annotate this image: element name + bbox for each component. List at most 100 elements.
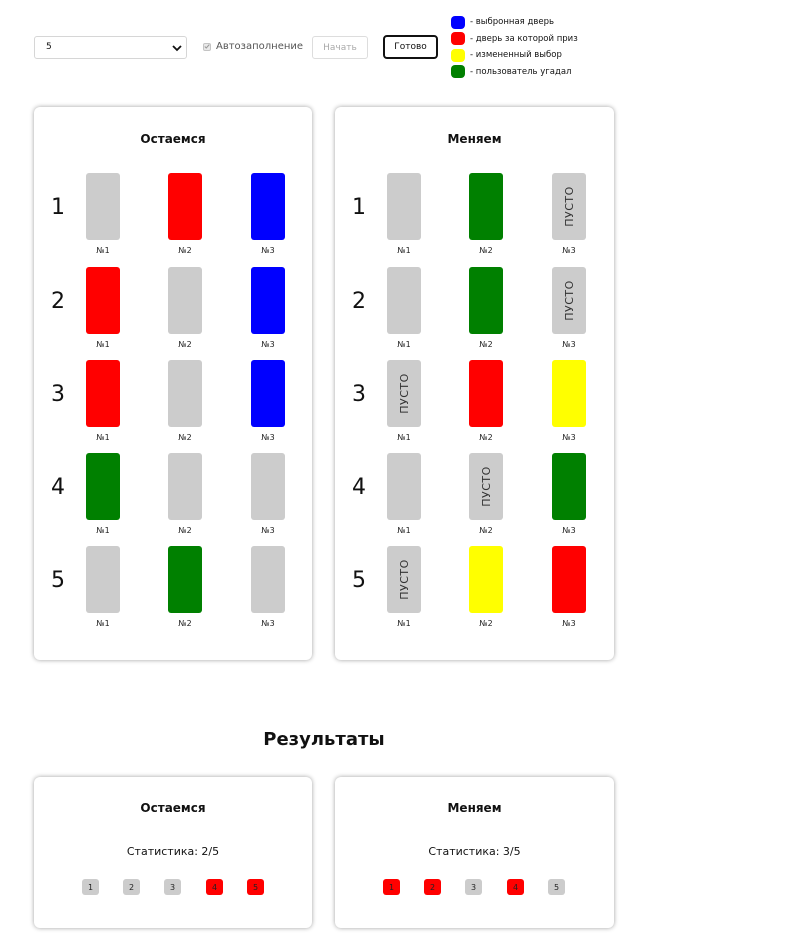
stay-round-number: 2 (51, 289, 65, 314)
stay-panel-title: Остаемся (140, 132, 206, 146)
door-number-label: №3 (261, 246, 275, 255)
stay-statistics: Статистика: 2/5 (126, 845, 220, 858)
change-door-2[interactable] (469, 267, 503, 334)
door-number-label: №1 (397, 246, 411, 255)
stay-door-3[interactable] (251, 453, 285, 520)
change-door-2[interactable]: ПУСТО (469, 453, 503, 520)
door-number-label: №1 (397, 340, 411, 349)
change-door-2[interactable] (469, 360, 503, 427)
autofill-label: Автозаполнение (216, 41, 304, 52)
door-empty-text: ПУСТО (479, 466, 493, 507)
change-door-1[interactable]: ПУСТО (387, 360, 421, 427)
stay-round-row: 2 №1 №2 №3 (34, 267, 312, 352)
stay-door-1[interactable] (86, 453, 120, 520)
start-button[interactable]: Начать (312, 36, 368, 59)
rounds-select[interactable]: 5 (34, 36, 187, 59)
stay-result-chip: 5 (247, 879, 264, 895)
stay-door-3[interactable] (251, 360, 285, 427)
stay-door-1[interactable] (86, 360, 120, 427)
legend-item: - выбронная дверь (451, 14, 578, 31)
door-number-label: №1 (96, 433, 110, 442)
change-statistics: Статистика: 3/5 (428, 845, 521, 858)
change-result-chip: 2 (424, 879, 441, 895)
stay-result-chip: 1 (82, 879, 99, 895)
door-number-label: №1 (397, 526, 411, 535)
stay-door-3[interactable] (251, 546, 285, 613)
door-number-label: №2 (479, 340, 493, 349)
door-empty-text: ПУСТО (562, 280, 576, 321)
stay-results-title: Остаемся (140, 801, 206, 815)
change-door-2[interactable] (469, 173, 503, 240)
door-number-label: №2 (178, 526, 192, 535)
change-door-3[interactable] (552, 360, 586, 427)
stay-round-number: 1 (51, 195, 65, 220)
stay-round-number: 5 (51, 568, 65, 593)
stay-door-2[interactable] (168, 453, 202, 520)
door-number-label: №2 (479, 433, 493, 442)
change-door-1[interactable] (387, 453, 421, 520)
change-round-number: 4 (352, 475, 366, 500)
legend-item: - пользователь угадал (451, 64, 578, 81)
stay-door-1[interactable] (86, 267, 120, 334)
door-number-label: №1 (96, 526, 110, 535)
stay-door-2[interactable] (168, 360, 202, 427)
door-number-label: №3 (562, 619, 576, 628)
change-round-row: 4 №1 ПУСТО №2 №3 (335, 453, 614, 538)
autofill-toggle[interactable]: Автозаполнение (203, 41, 303, 52)
stay-door-2[interactable] (168, 546, 202, 613)
checkmark-icon (204, 44, 210, 49)
door-number-label: №3 (562, 526, 576, 535)
door-empty-text: ПУСТО (397, 559, 411, 600)
done-button[interactable]: Готово (383, 35, 438, 59)
change-door-3[interactable]: ПУСТО (552, 173, 586, 240)
door-number-label: №1 (397, 619, 411, 628)
change-door-3[interactable] (552, 453, 586, 520)
stay-door-3[interactable] (251, 267, 285, 334)
door-number-label: №3 (261, 340, 275, 349)
door-empty-text: ПУСТО (562, 186, 576, 227)
door-number-label: №2 (178, 619, 192, 628)
door-number-label: №3 (562, 246, 576, 255)
legend-swatch (451, 15, 465, 29)
change-round-number: 5 (352, 568, 366, 593)
change-round-number: 2 (352, 289, 366, 314)
stay-door-1[interactable] (86, 546, 120, 613)
stay-door-2[interactable] (168, 173, 202, 240)
door-number-label: №2 (178, 433, 192, 442)
stay-round-number: 3 (51, 382, 65, 407)
door-number-label: №2 (479, 619, 493, 628)
stay-door-1[interactable] (86, 173, 120, 240)
door-number-label: №3 (261, 619, 275, 628)
door-number-label: №1 (96, 340, 110, 349)
stay-result-chip: 4 (206, 879, 223, 895)
stay-door-2[interactable] (168, 267, 202, 334)
stay-round-row: 5 №1 №2 №3 (34, 546, 312, 631)
autofill-checkbox[interactable] (203, 42, 211, 51)
door-number-label: №1 (96, 619, 110, 628)
legend-swatch (451, 32, 465, 46)
legend-label: - измененный выбор (470, 50, 562, 61)
change-door-3[interactable]: ПУСТО (552, 267, 586, 334)
change-door-1[interactable] (387, 173, 421, 240)
change-round-row: 5 ПУСТО №1 №2 №3 (335, 546, 614, 631)
change-result-chip: 3 (465, 879, 482, 895)
legend-swatch (451, 65, 465, 79)
legend: - выбронная дверь- дверь за которой приз… (451, 14, 578, 80)
change-door-3[interactable] (552, 546, 586, 613)
change-door-1[interactable] (387, 267, 421, 334)
door-number-label: №2 (479, 526, 493, 535)
change-door-1[interactable]: ПУСТО (387, 546, 421, 613)
change-door-2[interactable] (469, 546, 503, 613)
change-round-row: 2 №1 №2 ПУСТО №3 (335, 267, 614, 352)
stay-result-chip: 2 (123, 879, 140, 895)
door-number-label: №3 (562, 340, 576, 349)
legend-swatch (451, 48, 465, 62)
door-number-label: №2 (178, 340, 192, 349)
stay-door-3[interactable] (251, 173, 285, 240)
